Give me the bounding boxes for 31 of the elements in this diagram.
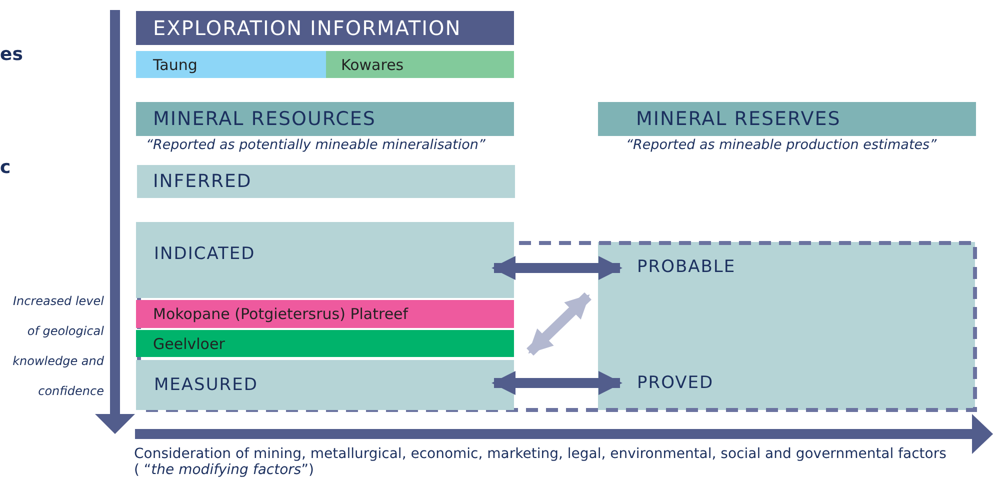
class-band: [136, 222, 514, 298]
class-label: INFERRED: [153, 171, 252, 192]
category-band: [598, 102, 976, 136]
double-arrow: [526, 292, 592, 356]
class-label: EXPLORATION INFORMATION: [153, 16, 462, 40]
project-bar: [136, 330, 514, 357]
axis-caption: Increased level of geological knowledge and confidence: [12, 293, 104, 400]
class-label: MINERAL RESERVES: [636, 108, 841, 130]
double-arrow: [492, 371, 622, 395]
class-label: PROVED: [637, 373, 714, 393]
cut-off-heading: es: [0, 44, 23, 65]
category-band: [136, 102, 514, 136]
cut-off-heading: c: [0, 157, 11, 178]
quote-caption: “Reported as potentially mineable mineralisation”: [146, 137, 486, 153]
project-bar: [326, 51, 514, 78]
class-label: INDICATED: [154, 244, 256, 264]
class-label: MEASURED: [154, 375, 258, 395]
double-arrow: [492, 256, 622, 280]
project-bar: [136, 51, 326, 78]
class-label: MINERAL RESOURCES: [153, 108, 376, 130]
class-label: PROBABLE: [637, 257, 736, 277]
class-band: [136, 360, 514, 410]
project-bar: [136, 300, 514, 328]
project-name: Kowares: [341, 56, 404, 74]
project-name: Geelvloer: [153, 334, 225, 352]
quote-caption: “Reported as mineable production estimates”: [626, 137, 937, 153]
class-band: [137, 165, 515, 198]
project-name: Taung: [153, 56, 198, 74]
axis-caption: Consideration of mining, metallurgical, economic, marketing, legal, environmental, social and governmental factors ( “the modifying factors”): [134, 446, 948, 478]
project-name: Mokopane (Potgietersrus) Platreef: [153, 305, 408, 323]
header-band: [136, 11, 514, 45]
